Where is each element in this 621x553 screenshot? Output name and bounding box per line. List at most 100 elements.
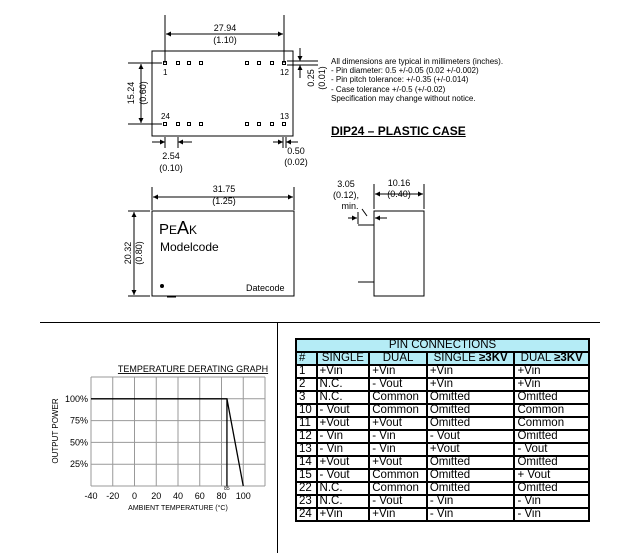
y-tick-label: 25% bbox=[70, 459, 88, 469]
table-row: 1+Vin+Vin+Vin+Vin bbox=[295, 364, 590, 379]
pin bbox=[282, 122, 286, 126]
dim-depth-mm: 10.16 bbox=[388, 178, 411, 188]
peak-logo: PEAK bbox=[159, 218, 197, 238]
table-row: 13- Vin- Vin+Vout- Vout bbox=[295, 442, 590, 457]
front-view-drawing bbox=[128, 187, 295, 298]
front-view-labels: 31.75 (1.25) 20.32 (0.80) PEAK Modelcode… bbox=[123, 184, 285, 293]
table-cell: - Vin bbox=[425, 494, 516, 509]
note-line: - Case tolerance +/-0.5 (+/-0.02) bbox=[331, 84, 446, 94]
pin bbox=[187, 61, 191, 65]
dim-width-mm: 31.75 bbox=[213, 184, 236, 194]
table-cell: Common bbox=[368, 468, 428, 483]
front-view-case bbox=[151, 210, 295, 297]
side-view-drawing bbox=[348, 184, 425, 297]
table-cell: Common bbox=[368, 390, 428, 405]
x-tick-label: 80 bbox=[216, 491, 226, 501]
table-cell: +Vin bbox=[425, 377, 516, 392]
table-cell: 10 bbox=[295, 403, 318, 418]
note-line: All dimensions are typical in millimeter… bbox=[331, 57, 504, 66]
y-tick-label: 100% bbox=[65, 394, 88, 404]
table-cell: N.C. bbox=[315, 481, 371, 496]
table-cell: - Vin bbox=[425, 507, 516, 522]
pin bbox=[199, 122, 203, 126]
table-cell: Common bbox=[368, 403, 428, 418]
pin bbox=[187, 122, 191, 126]
table-cell: 23 bbox=[295, 494, 318, 509]
pin bbox=[257, 122, 261, 126]
dim-pin-in: (0.02) bbox=[284, 157, 308, 167]
side-view-labels: 3.05 (0.12), min. 10.16 (0.40) bbox=[333, 178, 411, 211]
table-cell: Common bbox=[368, 481, 428, 496]
dim-pitch-in: (0.10) bbox=[159, 163, 183, 173]
dim-offset-mm: 0.25 bbox=[306, 69, 316, 87]
x-axis-label: AMBIENT TEMPERATURE (°C) bbox=[128, 504, 228, 512]
pin-label: 13 bbox=[280, 112, 289, 121]
table-cell: - Vout bbox=[315, 468, 371, 483]
x-tick-label: -20 bbox=[106, 491, 119, 501]
dim-offset-in: (0.01) bbox=[317, 66, 327, 90]
col-header-suffix: ≥3KV bbox=[554, 352, 583, 364]
col-header: DUAL ≥3KV bbox=[513, 351, 590, 366]
table-row: 24+Vin+Vin- Vin- Vin bbox=[295, 507, 590, 522]
table-cell: 12 bbox=[295, 429, 318, 444]
dim-lead-min: min. bbox=[341, 201, 358, 211]
table-cell: 13 bbox=[295, 442, 318, 457]
pin-label: 1 bbox=[163, 68, 168, 77]
table-cell: - Vout bbox=[425, 429, 516, 444]
y-tick-label: 75% bbox=[70, 416, 88, 426]
table-header-row: # SINGLE DUAL SINGLE ≥3KV DUAL ≥3KV bbox=[295, 351, 590, 366]
table-cell: - Vout bbox=[315, 403, 371, 418]
table-cell: Omitted bbox=[425, 390, 516, 405]
col-header: SINGLE bbox=[315, 351, 371, 366]
table-cell: - Vout bbox=[368, 377, 428, 392]
table-cell: - Vin bbox=[315, 429, 371, 444]
table-cell: +Vout bbox=[315, 455, 371, 470]
table-cell: - Vin bbox=[513, 494, 590, 509]
dim-pitch-mm: 2.54 bbox=[162, 151, 180, 161]
x-tick-label: 0 bbox=[132, 491, 137, 501]
dim-width-mm: 27.94 bbox=[214, 23, 237, 33]
col-header: DUAL bbox=[368, 351, 428, 366]
pin bbox=[245, 122, 249, 126]
pin1-marker-dot bbox=[160, 284, 164, 288]
case-title: DIP24 – PLASTIC CASE bbox=[331, 124, 466, 138]
table-cell: + Vout bbox=[513, 468, 590, 483]
table-cell: +Vin bbox=[513, 364, 590, 379]
table-cell: +Vin bbox=[368, 507, 428, 522]
pin bbox=[270, 61, 274, 65]
table-cell: - Vout bbox=[368, 494, 428, 509]
table-cell: Omitted bbox=[513, 481, 590, 496]
y-tick-label: 50% bbox=[70, 437, 88, 447]
model-code: Modelcode bbox=[160, 240, 219, 254]
note-line: Specification may change without notice. bbox=[331, 93, 476, 103]
table-cell: +Vin bbox=[425, 364, 516, 379]
table-cell: 3 bbox=[295, 390, 318, 405]
top-view-labels: 27.94 (1.10) 15.24 (0.60) 0.25 (0.01) 2.… bbox=[126, 23, 327, 173]
table-cell: - Vin bbox=[315, 442, 371, 457]
dim-depth-in: (0.40) bbox=[387, 189, 411, 199]
divider-horizontal bbox=[40, 322, 600, 323]
pin bbox=[245, 61, 249, 65]
table-cell: Omitted bbox=[513, 455, 590, 470]
table-cell: Omitted bbox=[425, 468, 516, 483]
pin bbox=[176, 122, 180, 126]
table-cell: - Vin bbox=[368, 429, 428, 444]
annotation-label: 85 bbox=[224, 486, 230, 492]
note-line: - Pin pitch tolerance: +/-0.35 (+/-0.014… bbox=[331, 75, 469, 85]
table-cell: - Vin bbox=[513, 507, 590, 522]
table-cell: Omitted bbox=[425, 455, 516, 470]
x-tick-label: 100 bbox=[236, 491, 251, 501]
table-cell: 11 bbox=[295, 416, 318, 431]
pin-label: 12 bbox=[280, 68, 289, 77]
table-cell: Omitted bbox=[425, 481, 516, 496]
date-code: Datecode bbox=[246, 283, 285, 293]
top-view-drawing bbox=[128, 15, 318, 148]
pin bbox=[199, 61, 203, 65]
pin bbox=[270, 122, 274, 126]
x-tick-label: 60 bbox=[195, 491, 205, 501]
